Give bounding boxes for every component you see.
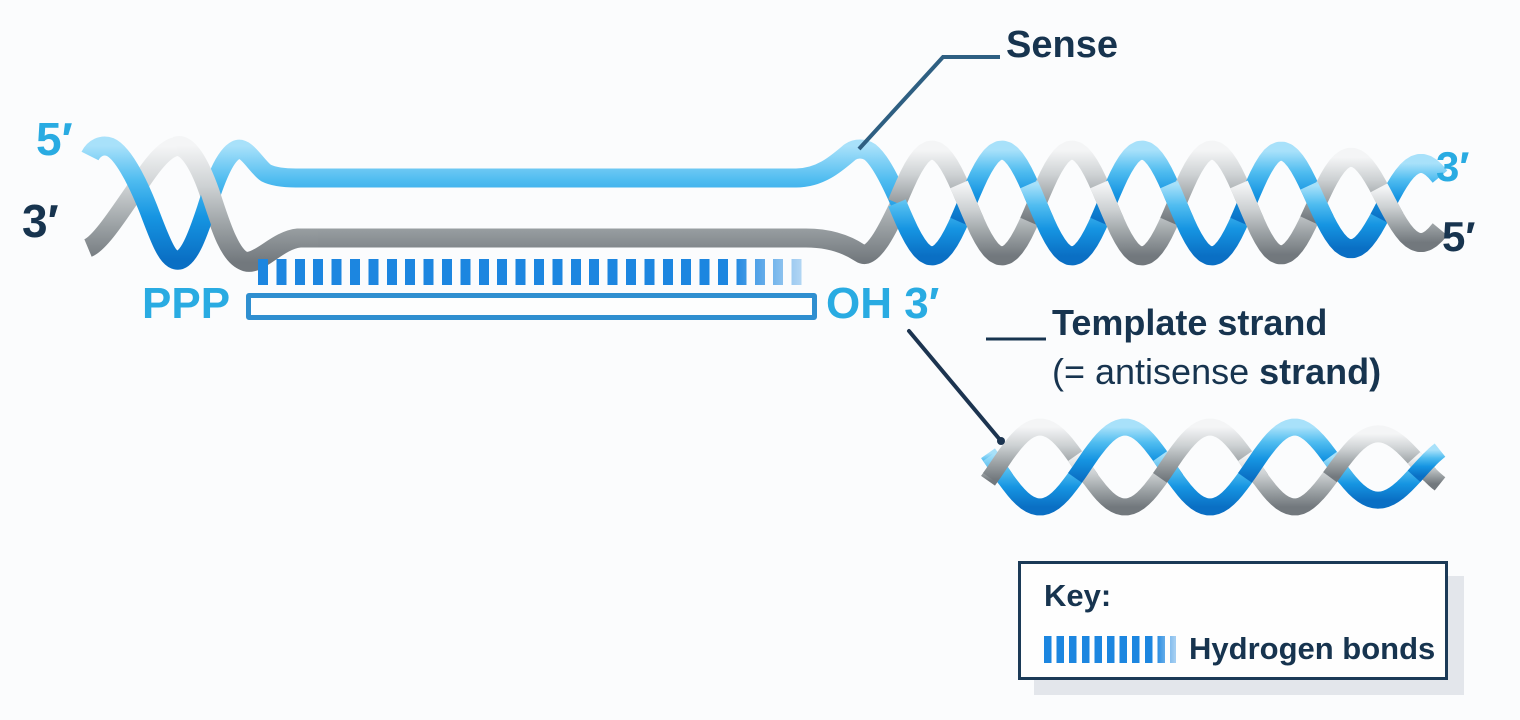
sense-pointer-line	[857, 55, 1000, 151]
ppp-label: PPP	[142, 279, 231, 328]
sense-strand-ribbon	[81, 136, 909, 270]
hydrogen-bonds-row	[258, 259, 809, 285]
key-row: Hydrogen bonds	[1044, 631, 1445, 667]
oh-3-prime-label: OH 3′	[826, 279, 940, 328]
template-strand-ribbon	[1370, 183, 1449, 252]
template-helix-blue-ribbon	[1323, 451, 1437, 509]
five-prime-left-label: 5′	[36, 113, 73, 165]
five-prime-right-label: 5′	[1442, 213, 1476, 260]
sense-label: Sense	[1006, 24, 1118, 66]
key-box: Key: Hydrogen bonds	[1018, 561, 1448, 680]
three-prime-left-label: 3′	[22, 195, 59, 247]
template-strand-line2-regular: (= antisense	[1052, 350, 1260, 392]
template-pointer-line	[907, 329, 1003, 443]
key-title: Key:	[1044, 578, 1112, 613]
template-strand-label: Template strand (= antisense strand)	[1052, 299, 1381, 397]
hydrogen-bonds-swatch	[1044, 635, 1176, 663]
template-strand-ribbon	[173, 136, 318, 272]
helix-ribbons	[81, 136, 1449, 516]
three-prime-right-label: 3′	[1436, 143, 1470, 190]
template-helix-blue-ribbon	[1407, 443, 1447, 483]
rna-transcript-box	[246, 293, 817, 320]
template-strand-line1: Template strand	[1052, 302, 1328, 343]
template-strand-line2-bold: strand)	[1259, 350, 1382, 392]
template-pointer-dot	[997, 437, 1005, 445]
hydrogen-bonds-label: Hydrogen bonds	[1189, 631, 1436, 666]
template-helix-gray-ribbon	[1323, 425, 1437, 483]
